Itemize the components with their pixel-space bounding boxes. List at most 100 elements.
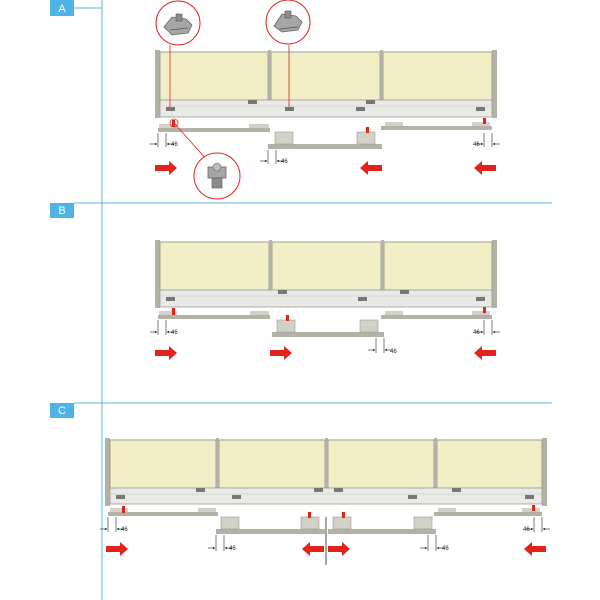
- door-bottom: [268, 144, 382, 149]
- door-divider: [380, 50, 383, 102]
- door-panel: [382, 51, 493, 101]
- slider-clip: [400, 290, 409, 294]
- track-rail: [159, 289, 493, 308]
- door-bottom-block: [300, 516, 320, 530]
- door-divider: [381, 240, 384, 292]
- slider-clip: [232, 495, 241, 499]
- door-panel: [159, 51, 269, 101]
- frame-post-left: [105, 438, 110, 506]
- slider-clip: [358, 297, 367, 301]
- dimension-label: 46: [121, 527, 128, 533]
- direction-arrow-left: [524, 542, 546, 556]
- slider-clip: [476, 297, 485, 301]
- door-bottom: [158, 128, 270, 132]
- door-panel: [159, 241, 270, 291]
- door-bottom-block: [332, 516, 352, 530]
- dimension-label: 46: [442, 546, 449, 552]
- door-bottom: [272, 332, 384, 337]
- door-bottom-block: [274, 131, 294, 145]
- door-bottom-block: [110, 508, 128, 512]
- door-divider: [434, 438, 437, 490]
- stop-pin: [342, 512, 345, 518]
- stop-pin: [122, 506, 125, 513]
- direction-arrow-left: [474, 346, 496, 360]
- dimension-label: 46: [473, 330, 480, 336]
- door-bottom: [328, 529, 436, 534]
- section-a-diagram: 46 46 46: [150, 0, 500, 200]
- dimension-label: 46: [523, 527, 530, 533]
- door-divider: [268, 50, 271, 102]
- stop-pin: [366, 127, 369, 133]
- door-bottom: [434, 512, 542, 516]
- door-bottom-block: [276, 319, 296, 333]
- door-bottom-block: [249, 124, 269, 128]
- slider-clip: [116, 495, 125, 499]
- door-bottom-block: [159, 311, 177, 315]
- stop-pin-icon: [193, 152, 241, 200]
- dimension-label: 46: [281, 159, 288, 165]
- door-divider: [325, 438, 328, 490]
- frame-post-left: [155, 240, 160, 308]
- door-panel: [218, 439, 326, 489]
- stop-pin: [308, 512, 311, 518]
- dimension-label: 46: [390, 349, 397, 355]
- stop-pin: [532, 505, 535, 511]
- door-bottom: [158, 315, 270, 319]
- door-bottom-block: [220, 516, 240, 530]
- door-panel: [327, 439, 435, 489]
- door-panel: [270, 51, 381, 101]
- direction-arrow-right: [155, 161, 177, 175]
- section-label-b: B: [50, 203, 74, 218]
- door-bottom-block: [522, 508, 540, 512]
- slider-clip: [408, 495, 417, 499]
- slider-clip: [278, 290, 287, 294]
- door-bottom-block: [159, 124, 177, 128]
- slider-clip: [248, 100, 257, 104]
- door-bottom: [108, 512, 218, 516]
- slider-clip: [166, 107, 175, 111]
- section-b-diagram: 46 46 46: [150, 240, 500, 360]
- door-bottom-block: [385, 122, 403, 126]
- door-bottom-block: [385, 311, 403, 315]
- door-bottom-block: [356, 131, 376, 145]
- door-bottom-block: [438, 508, 456, 512]
- track-rail: [159, 99, 493, 118]
- track-rail: [109, 487, 543, 505]
- dimension-marker: [476, 320, 500, 335]
- frame-post-right: [492, 240, 497, 308]
- stop-pin: [172, 308, 175, 315]
- direction-arrow-left: [360, 161, 382, 175]
- dimension-label: 46: [229, 546, 236, 552]
- slider-clip: [366, 100, 375, 104]
- door-bottom-block: [359, 319, 379, 333]
- door-panel: [436, 439, 543, 489]
- door-bottom-block: [472, 311, 490, 315]
- direction-arrow-left: [302, 542, 324, 556]
- direction-arrow-left: [474, 161, 496, 175]
- door-bottom-block: [198, 508, 216, 512]
- door-panel: [271, 241, 382, 291]
- section-label-a: A: [50, 0, 74, 16]
- frame-post-left: [155, 50, 160, 118]
- section-label-c-text: C: [58, 405, 66, 417]
- direction-arrow-right: [155, 346, 177, 360]
- section-c-diagram: 46 46 46 46: [100, 438, 550, 565]
- dimension-marker: [420, 535, 444, 551]
- slider-clip: [166, 297, 175, 301]
- stop-pin: [172, 120, 175, 127]
- slider-clip: [525, 495, 534, 499]
- section-label-b-text: B: [58, 205, 65, 217]
- section-label-c: C: [50, 403, 74, 418]
- slider-clip: [334, 488, 343, 492]
- door-divider: [269, 240, 272, 292]
- frame-post-right: [492, 50, 497, 118]
- door-bottom: [381, 126, 492, 130]
- dimension-label: 46: [473, 142, 480, 148]
- door-panel: [109, 439, 217, 489]
- direction-arrow-right: [328, 542, 350, 556]
- slider-clip: [356, 107, 365, 111]
- slider-clip-icon: [155, 0, 201, 46]
- dimension-label: 46: [171, 142, 178, 148]
- door-panel: [383, 241, 493, 291]
